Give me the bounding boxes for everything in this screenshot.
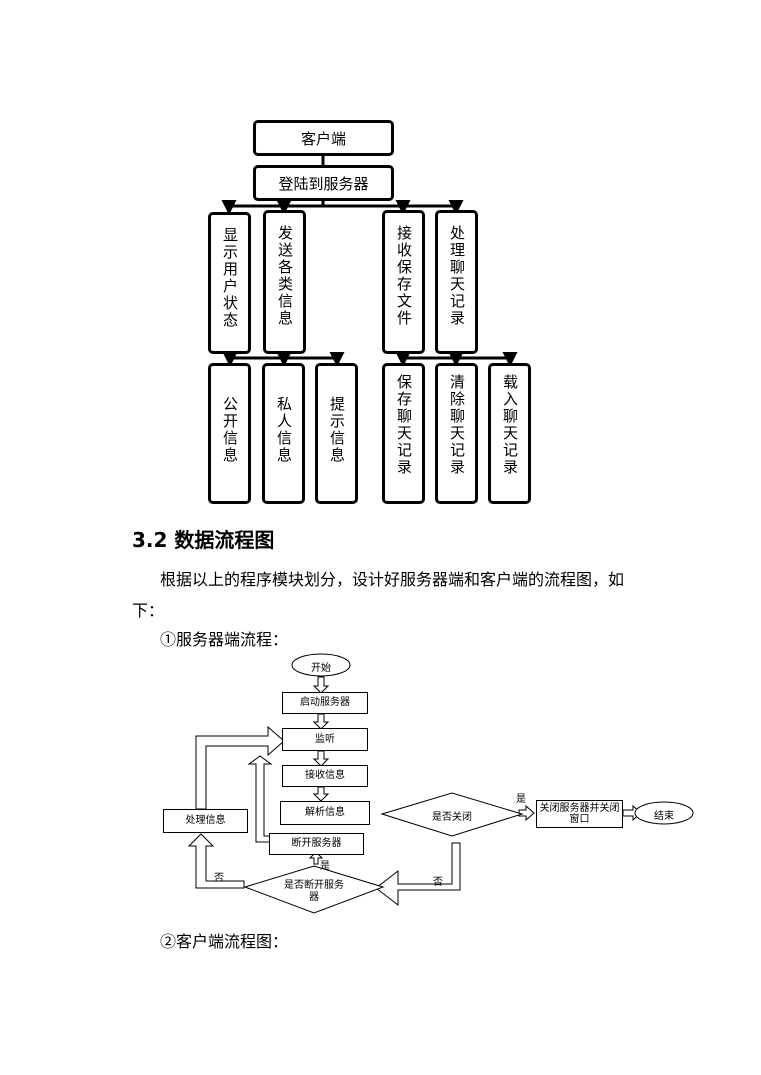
module-label: 发送各类信息 (276, 225, 294, 327)
section-heading: 3.2 数据流程图 (132, 528, 275, 552)
module-clear-chat-record: 清除聊天记录 (435, 363, 478, 504)
module-send-messages: 发送各类信息 (263, 210, 306, 354)
client-root-label: 客户端 (300, 129, 346, 148)
module-load-chat-record: 载入聊天记录 (488, 363, 531, 504)
yes-label-disconnect: 是 (320, 861, 330, 872)
receive-box: 接收信息 (282, 765, 368, 787)
disconnect-server-label: 断开服务器 (291, 838, 342, 850)
intro-line-1: 根据以上的程序模块划分，设计好服务器端和客户端的流程图，如 (160, 570, 625, 589)
start-server-box: 启动服务器 (282, 692, 368, 714)
listen-label: 监听 (315, 733, 335, 745)
terminal-end-shape (634, 801, 694, 825)
parse-label: 解析信息 (305, 807, 345, 819)
start-server-label: 启动服务器 (300, 697, 350, 709)
close-server-box: 关闭服务器并关闭窗口 (536, 800, 623, 828)
intro-line-2: 下： (132, 601, 165, 620)
no-label-handle: 否 (214, 873, 224, 884)
module-label: 载入聊天记录 (501, 374, 519, 476)
terminal-start-shape (291, 653, 351, 677)
login-label: 登陆到服务器 (278, 174, 369, 193)
terminal-end-label: 结束 (654, 811, 674, 822)
login-box: 登陆到服务器 (253, 165, 394, 201)
module-label: 清除聊天记录 (448, 374, 466, 476)
module-label: 处理聊天记录 (448, 225, 466, 327)
module-label: 私人信息 (275, 396, 293, 464)
receive-label: 接收信息 (305, 770, 345, 782)
client-root-box: 客户端 (253, 120, 394, 156)
module-private-message: 私人信息 (262, 363, 305, 504)
terminal-start-label: 开始 (311, 663, 331, 674)
listen-box: 监听 (282, 728, 368, 751)
handle-message-box: 处理信息 (163, 809, 248, 833)
module-label: 显示用户状态 (221, 227, 239, 329)
module-show-user-status: 显示用户状态 (208, 212, 251, 354)
yes-label-close: 是 (516, 794, 526, 805)
server-flow-caption: ①服务器端流程： (160, 630, 289, 649)
decision-is-closed-shape (380, 792, 524, 837)
decision-is-closed-label: 是否关闭 (432, 812, 472, 823)
module-label: 提示信息 (328, 396, 346, 464)
no-label-continue: 否 (433, 877, 443, 888)
module-public-message: 公开信息 (208, 363, 251, 504)
module-receive-save-file: 接收保存文件 (382, 210, 425, 354)
module-label: 保存聊天记录 (395, 374, 413, 476)
module-label: 公开信息 (221, 396, 239, 464)
decision-is-disconnect-label: 是否断开服务器 (284, 880, 344, 903)
client-flow-caption: ②客户端流程图： (160, 932, 289, 951)
close-server-label: 关闭服务器并关闭窗口 (539, 802, 620, 826)
module-save-chat-record: 保存聊天记录 (382, 363, 425, 504)
parse-box: 解析信息 (280, 801, 370, 825)
decision-is-disconnect-shape (243, 865, 385, 914)
disconnect-server-box: 断开服务器 (269, 833, 364, 855)
module-handle-chat-record: 处理聊天记录 (435, 210, 478, 354)
module-label: 接收保存文件 (395, 225, 413, 327)
module-tree-connectors (221, 155, 518, 367)
handle-message-label: 处理信息 (185, 815, 226, 827)
module-tip-message: 提示信息 (315, 363, 358, 504)
